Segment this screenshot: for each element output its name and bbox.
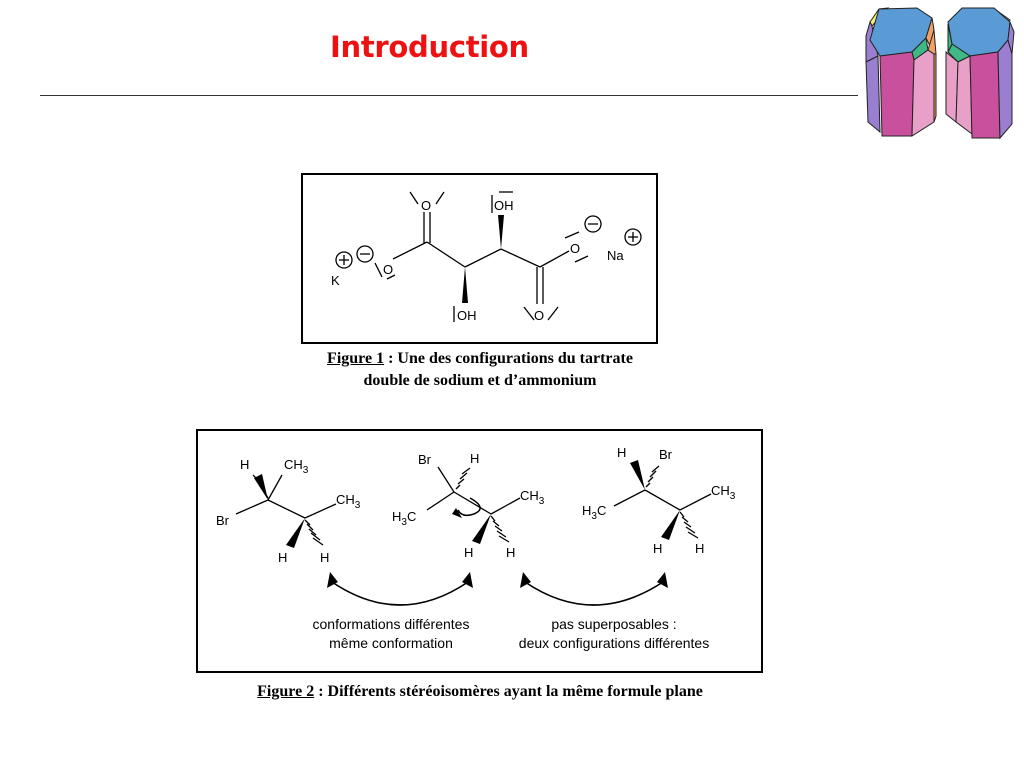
crystal-left bbox=[865, 7, 937, 137]
m1-ch3-top: CH3 bbox=[284, 457, 309, 476]
atom-k: K bbox=[331, 273, 340, 288]
figure2-caption: Figure 2 : Différents stéréoisomères aya… bbox=[150, 681, 810, 703]
note-right-line1: pas superposables : bbox=[551, 616, 676, 632]
figure2-label: Figure 2 bbox=[257, 683, 315, 700]
figure1-caption: Figure 1 : Une des configurations du tar… bbox=[250, 348, 710, 392]
wedge-bond-top bbox=[498, 215, 504, 249]
m3-h-bottom-right: H bbox=[695, 541, 704, 556]
tartrate-structure: O OH O Na K O OH O bbox=[331, 191, 642, 323]
note-left-line1: conformations différentes bbox=[313, 616, 470, 632]
molecule-1: H CH3 CH3 Br H H bbox=[216, 457, 361, 565]
m1-h-bottom-left: H bbox=[278, 550, 287, 565]
atom-oh-top: OH bbox=[494, 198, 514, 213]
note-left-line2: même conformation bbox=[329, 635, 453, 651]
m1-h-top: H bbox=[240, 457, 249, 472]
m2-ch3-right: CH3 bbox=[520, 488, 545, 507]
m3-h3c: H3C bbox=[582, 503, 606, 522]
atom-na: Na bbox=[607, 248, 624, 263]
m1-h-bottom-right: H bbox=[320, 550, 329, 565]
figure2-caption-text: : Différents stéréoisomères ayant la mêm… bbox=[314, 683, 703, 700]
figure1-caption-text: : Une des configurations du tartrate bbox=[384, 350, 633, 367]
wedge-bond-bottom bbox=[462, 267, 468, 303]
m2-h3c: H3C bbox=[392, 509, 416, 528]
atom-o-left: O bbox=[383, 262, 393, 277]
m3-br: Br bbox=[659, 447, 673, 462]
m2-h-bottom-left: H bbox=[464, 545, 473, 560]
arrow-left bbox=[327, 572, 473, 606]
m2-h-bottom-right: H bbox=[506, 545, 515, 560]
m1-br: Br bbox=[216, 513, 230, 528]
figure1-label: Figure 1 bbox=[327, 350, 385, 367]
m1-ch3-right: CH3 bbox=[336, 492, 361, 511]
molecule-3: H Br CH3 H3C H H bbox=[582, 445, 736, 556]
figure2-box bbox=[196, 429, 763, 673]
crystal-right bbox=[945, 7, 1015, 140]
slide-title: Introduction bbox=[330, 30, 529, 64]
atom-o-right: O bbox=[570, 241, 580, 256]
arrow-right bbox=[520, 572, 668, 606]
figure1-caption-line2: double de sodium et d’ammonium bbox=[363, 372, 597, 389]
atom-o-bottom: O bbox=[534, 308, 544, 323]
atom-oh-bottom: OH bbox=[457, 308, 477, 323]
atom-o-top: O bbox=[421, 198, 431, 213]
molecule-2: Br H CH3 H3C H H bbox=[392, 451, 545, 560]
note-right-line2: deux configurations différentes bbox=[519, 635, 709, 651]
m3-ch3-right: CH3 bbox=[711, 483, 736, 502]
m3-h-bottom-left: H bbox=[653, 541, 662, 556]
m2-br: Br bbox=[418, 452, 432, 467]
m3-h-top: H bbox=[617, 445, 626, 460]
figure1-box: O OH O Na K O OH O bbox=[301, 173, 658, 344]
m2-h-top: H bbox=[470, 451, 479, 466]
crystal-logo bbox=[865, 7, 1015, 140]
title-underline bbox=[40, 95, 858, 96]
